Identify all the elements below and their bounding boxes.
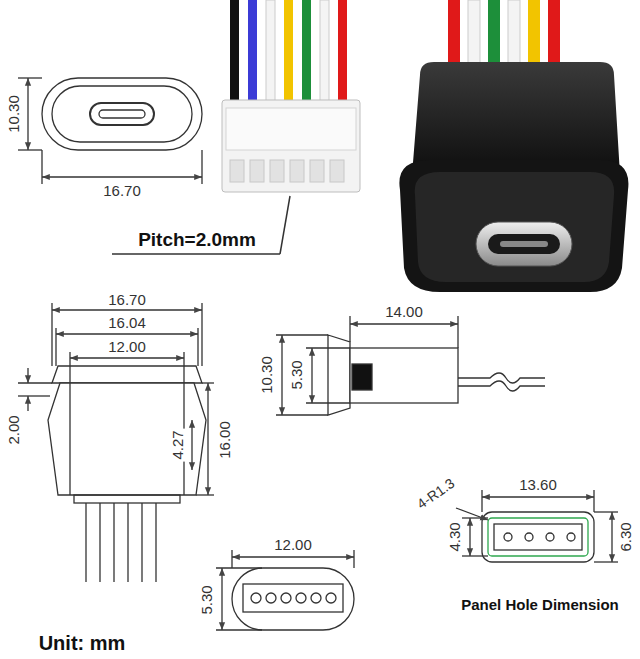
dimension: 13.60 bbox=[517, 477, 559, 494]
pitch-note: Pitch=2.0mm bbox=[136, 230, 258, 251]
dimension: 5.30 bbox=[289, 358, 306, 391]
unit-note: Unit: mm bbox=[37, 632, 128, 654]
front-view bbox=[18, 303, 214, 582]
dimension: 12.00 bbox=[272, 537, 314, 554]
view-title: Panel Hole Dimension bbox=[459, 597, 621, 614]
dimension: 10.30 bbox=[259, 354, 276, 396]
wire-plug bbox=[222, 0, 360, 192]
dimension: 4.30 bbox=[447, 520, 464, 553]
dimension: 16.00 bbox=[217, 419, 234, 461]
dimension: 16.04 bbox=[106, 315, 148, 332]
front-outline bbox=[18, 78, 202, 184]
pitch-leader bbox=[112, 196, 290, 254]
dimension: 14.00 bbox=[383, 304, 425, 321]
dimension: 2.00 bbox=[6, 413, 23, 446]
bottom-view bbox=[216, 550, 354, 630]
dimension: 16.70 bbox=[101, 183, 143, 200]
dimension: 4.27 bbox=[170, 428, 187, 461]
radius-note: 4-R1.3 bbox=[413, 474, 460, 513]
dimension: 6.30 bbox=[618, 520, 635, 553]
connector-photo bbox=[399, 0, 628, 292]
dimension: 5.30 bbox=[199, 583, 216, 616]
panel-hole bbox=[456, 490, 618, 562]
dimension: 10.30 bbox=[6, 93, 23, 135]
dimension: 16.70 bbox=[106, 292, 148, 309]
dimension: 12.00 bbox=[106, 339, 148, 356]
side-view bbox=[276, 316, 545, 415]
